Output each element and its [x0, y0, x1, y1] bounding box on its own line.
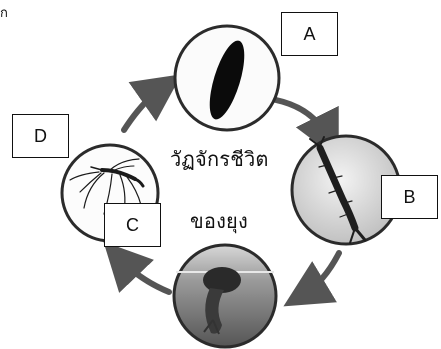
arrow-egg-to-larva: [276, 100, 328, 138]
diagram-title-line1: วัฏจักรชีวิต: [170, 143, 269, 175]
label-b: B: [381, 175, 438, 219]
arrow-pupa-to-adult: [120, 259, 169, 292]
arrow-larva-to-pupa: [304, 253, 339, 294]
stage-pupa: [174, 245, 276, 347]
stage-egg: [175, 26, 279, 130]
label-a: A: [281, 12, 338, 56]
diagram-title-line2: ของยุง: [190, 205, 248, 237]
label-d: D: [12, 114, 69, 158]
arrow-adult-to-egg: [124, 88, 162, 130]
label-c: C: [104, 203, 161, 247]
